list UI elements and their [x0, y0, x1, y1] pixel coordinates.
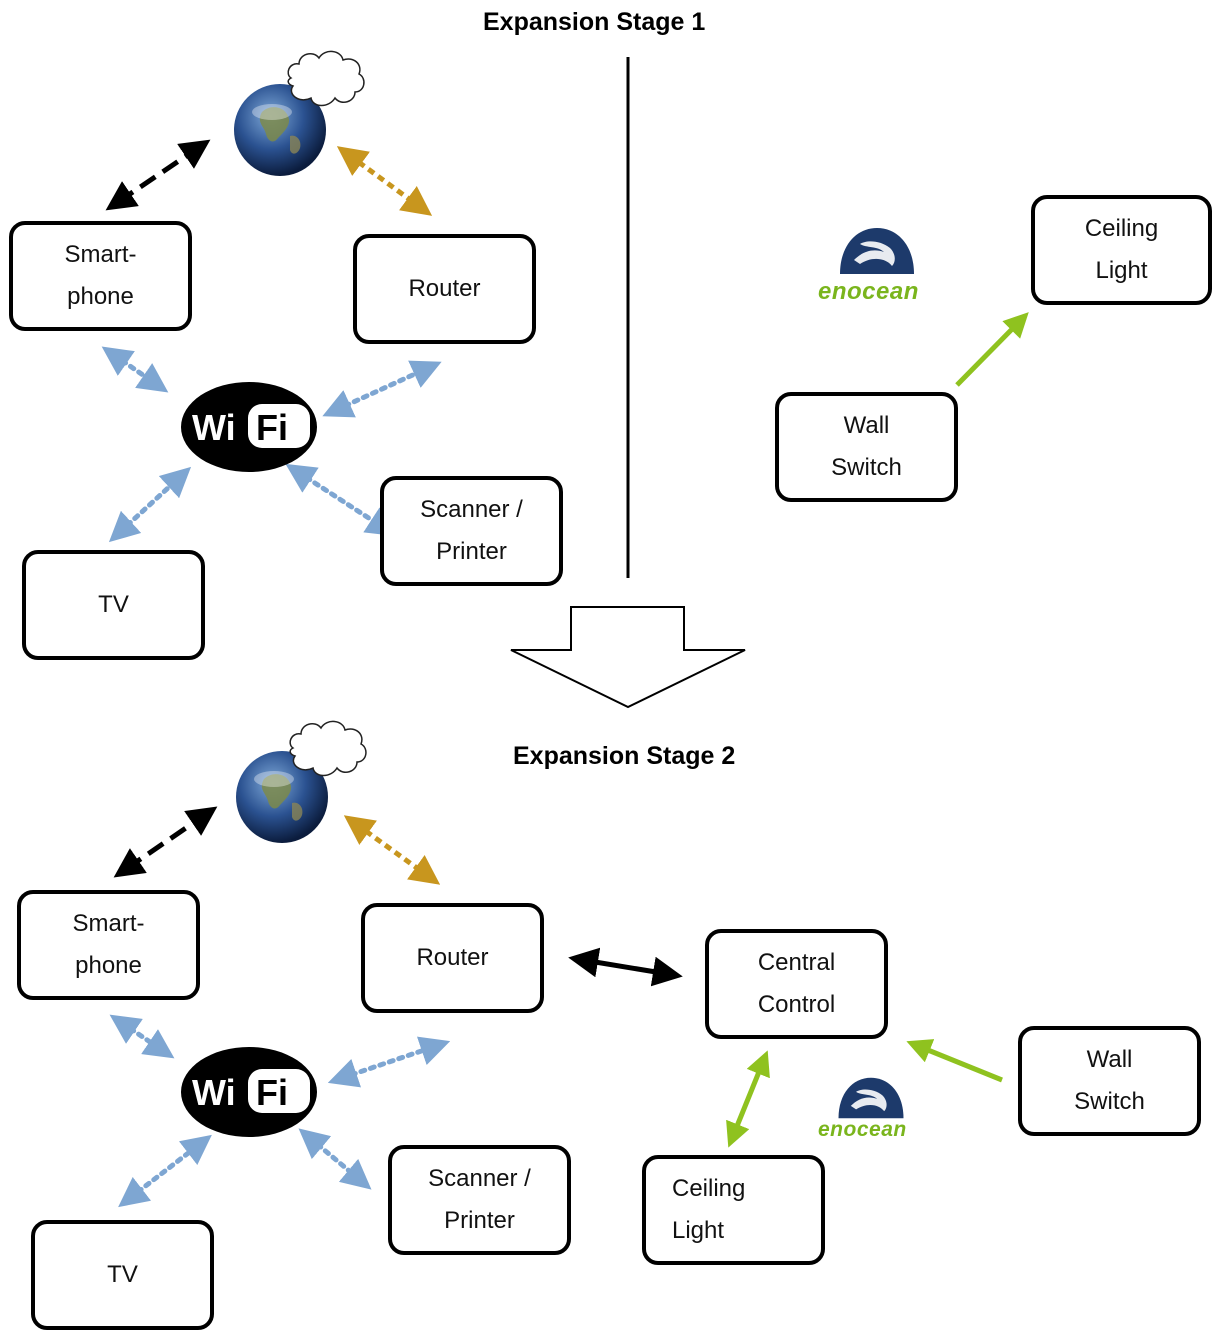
- s2-wifi-router-link: [327, 1036, 451, 1088]
- s1-wifi-scanner-link: [285, 463, 397, 537]
- s2-central-light-link: [726, 1050, 770, 1148]
- s1-tv-label: TV: [98, 591, 129, 618]
- s2-internet-smartphone-link: [113, 806, 218, 878]
- s1-wifi-smartphone-link: [101, 346, 169, 393]
- s2-ceiling-light-label-2: Light: [672, 1217, 725, 1244]
- wifi-fi-text: Fi: [256, 1072, 288, 1113]
- s1-scanner-label-2: Printer: [436, 538, 507, 565]
- s2-smartphone-label-1: Smart-: [72, 910, 145, 937]
- s1-smartphone-label-1: Smart-: [64, 241, 137, 268]
- s1-wifi-tv-link: [108, 466, 192, 543]
- s2-scanner-node: Scanner / Printer: [388, 1145, 571, 1255]
- s2-router-node: Router: [361, 903, 544, 1013]
- s2-router-label: Router: [416, 944, 489, 971]
- down-arrow-icon: [510, 606, 746, 709]
- s1-router-node: Router: [353, 234, 536, 344]
- s1-router-label: Router: [408, 275, 481, 302]
- enocean-wordmark: enocean: [818, 1118, 907, 1141]
- s2-smartphone-node: Smart-phone: [17, 890, 200, 1000]
- wifi-logo: Wi Fi: [181, 1047, 317, 1137]
- cloud-icon: [287, 50, 365, 107]
- wifi-fi-text: Fi: [256, 407, 288, 448]
- s1-internet-router-link: [336, 146, 433, 216]
- enocean-wordmark: enocean: [818, 278, 919, 305]
- s1-smartphone-label-2: phone: [67, 283, 134, 310]
- s2-scanner-label-1: Scanner /: [428, 1165, 531, 1192]
- s2-wifi-scanner-link: [298, 1128, 372, 1190]
- s1-switch-light-link: [955, 312, 1029, 387]
- s1-scanner-node: Scanner / Printer: [380, 476, 563, 586]
- wifi-logo: Wi Fi: [181, 382, 317, 472]
- s2-wall-switch-label-2: Switch: [1074, 1088, 1145, 1115]
- stage1-title: Expansion Stage 1: [483, 8, 706, 36]
- s2-wifi-smartphone-link: [109, 1014, 175, 1059]
- wifi-wi-text: Wi: [192, 407, 236, 448]
- s1-wifi-router-link: [322, 360, 442, 418]
- s2-ceiling-light-label-1: Ceiling: [672, 1175, 746, 1202]
- s2-central-control-label-1: Central: [757, 949, 836, 976]
- s2-switch-central-link: [906, 1039, 1003, 1083]
- cloud-icon: [289, 720, 367, 777]
- s1-internet-smartphone-link: [105, 139, 211, 211]
- s2-internet-router-link: [343, 815, 441, 885]
- s1-tv-node: TV: [22, 550, 205, 660]
- s1-scanner-label-1: Scanner /: [420, 496, 523, 523]
- enocean-logo: [840, 228, 914, 274]
- enocean-logo: [838, 1077, 904, 1119]
- globe-icon: [236, 751, 328, 843]
- s1-wall-switch-label-2: Switch: [831, 454, 902, 481]
- s2-scanner-label-2: Printer: [444, 1207, 515, 1234]
- stage2-title: Expansion Stage 2: [513, 742, 736, 770]
- globe-icon: [234, 84, 326, 176]
- wifi-wi-text: Wi: [192, 1072, 236, 1113]
- s2-central-control-label-2: Control: [757, 991, 836, 1018]
- s1-smartphone-node: Smart-phone: [9, 221, 192, 331]
- s1-wall-switch-label-1: Wall: [843, 412, 890, 439]
- s2-router-central-link: [568, 947, 683, 987]
- s2-tv-label: TV: [107, 1261, 138, 1288]
- s2-smartphone-label-2: phone: [75, 952, 142, 979]
- s2-wall-switch-label-1: Wall: [1086, 1046, 1133, 1073]
- s1-ceiling-light-label-2: Light: [1095, 257, 1148, 284]
- s1-ceiling-light-label-1: Ceiling: [1084, 215, 1159, 242]
- s2-tv-node: TV: [31, 1220, 214, 1330]
- s2-wifi-tv-link: [118, 1134, 212, 1208]
